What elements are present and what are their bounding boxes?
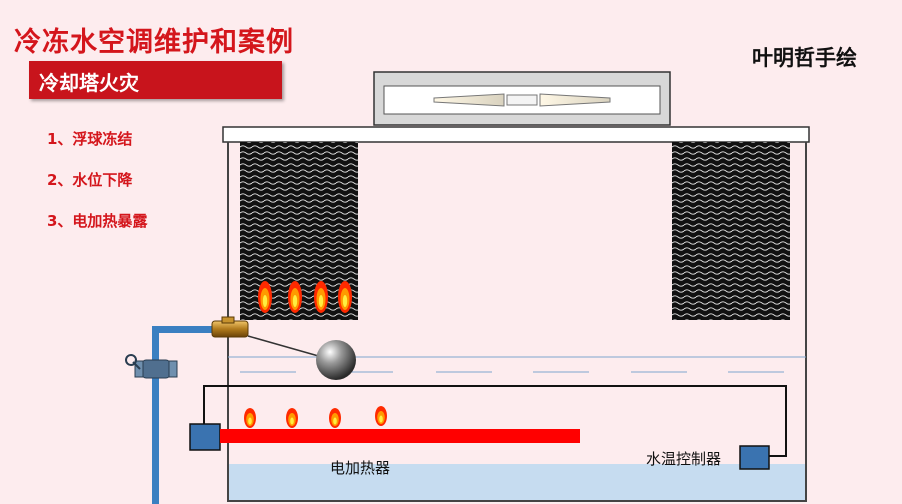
heater-rod [220,429,580,443]
inlet-pipe [152,326,222,504]
cause-item: 2、水位下降 [47,171,133,189]
controller-label: 水温控制器 [646,450,722,468]
gate-valve [125,354,178,379]
causes-list: 1、浮球冻结 2、水位下降 3、电加热暴露 [47,128,147,251]
fan-housing [373,71,671,126]
fill-media-right [672,142,790,320]
control-wire [203,385,787,457]
cause-item: 1、浮球冻结 [47,130,133,148]
heater-terminal-box [189,423,221,451]
float-valve [211,316,249,338]
cause-item: 3、电加热暴露 [47,212,148,230]
subtitle-banner: 冷却塔火灾 [29,61,282,99]
heater-label: 电加热器 [330,459,391,477]
subtitle-text: 冷却塔火灾 [39,71,139,95]
temperature-controller-box [739,445,770,470]
tower-body [227,142,807,502]
water-level-lines [228,356,806,373]
float-ball [316,340,356,380]
heater-fire [244,406,387,428]
tower-top-deck [222,126,810,143]
page-title: 冷冻水空调维护和案例 [14,27,294,58]
float-arm [247,335,323,358]
author-label: 叶明哲手绘 [752,46,857,70]
